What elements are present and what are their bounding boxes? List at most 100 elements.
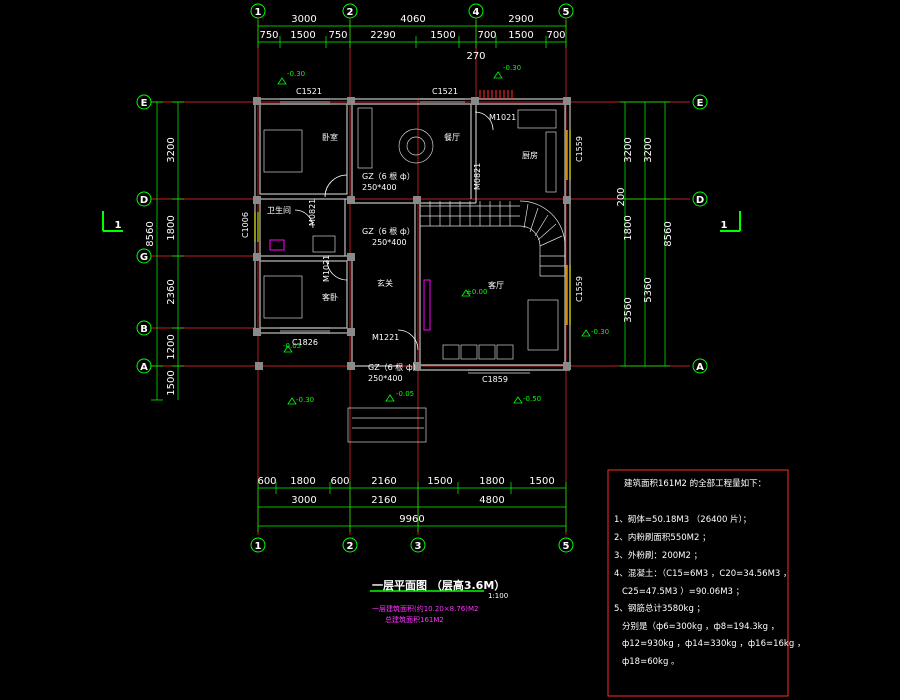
dim-bottom-seg: 1800 — [290, 476, 315, 487]
component-tags: C1521 C1521 M1021 C1826 M1221 C1859 GZ（6… — [241, 87, 584, 384]
room-labels: 卧室 餐厅 厨房 卫生间 客卧 玄关 客厅 — [267, 132, 538, 302]
room-entrance: 玄关 — [377, 278, 393, 288]
left-dimensions: 3200 1800 2360 1200 1500 8560 — [145, 137, 177, 395]
tag-window: C1559 — [575, 136, 584, 162]
dim-left-seg: 3200 — [166, 137, 177, 162]
dim-bottom-mid: 2160 — [371, 495, 396, 506]
dim-top-seg: 750 — [328, 30, 347, 41]
axis-bottom-2: 2 — [347, 541, 354, 552]
section-mark-left: 1 — [115, 220, 122, 231]
elev-value: -0.05 — [283, 342, 301, 350]
dim-top-total-1: 3000 — [291, 14, 316, 25]
dim-right-seg: 200 — [616, 187, 627, 206]
tag-door: M1021 — [489, 113, 516, 122]
quantity-notes: 建筑面积161M2 的全部工程量如下： 1、砌体=50.18M3 （26400 … — [614, 478, 805, 667]
notes-line: ф18=60kg 。 — [622, 657, 680, 667]
furniture — [263, 107, 559, 443]
tag-window: C1521 — [296, 87, 322, 96]
elev-value: -0.30 — [503, 64, 521, 72]
axis-right-a: A — [696, 362, 704, 373]
dim-top-seg: 700 — [546, 30, 565, 41]
axis-bottom-5: 5 — [563, 541, 570, 552]
dim-bottom-seg: 600 — [330, 476, 349, 487]
dim-bottom-seg: 2160 — [371, 476, 396, 487]
dim-top-seg: 2290 — [370, 30, 395, 41]
axis-left-e: E — [141, 98, 148, 109]
dim-top-seg: 1500 — [290, 30, 315, 41]
notes-line: 1、砌体=50.18M3 （26400 片）； — [614, 514, 751, 525]
dim-top-small: 270 — [466, 51, 485, 62]
tag-beam-size: 250*400 — [362, 183, 397, 192]
tag-door: M1221 — [372, 333, 399, 342]
room-guest-bedroom: 客卧 — [322, 292, 338, 302]
tag-door: M1021 — [322, 255, 331, 282]
wall-columns — [253, 97, 571, 370]
notes-line: C25=47.5M3 ）=90.06M3 ； — [622, 586, 744, 597]
dim-left-seg: 1500 — [166, 370, 177, 395]
dim-right-seg: 1800 — [623, 215, 634, 240]
notes-line: ф12=930kg ，ф14=330kg ，ф16=16kg ， — [622, 639, 805, 649]
axis-bottom-3: 3 — [415, 541, 422, 552]
room-dining: 餐厅 — [444, 133, 460, 142]
tag-window: C1859 — [482, 375, 508, 384]
axis-left-d: D — [140, 195, 148, 206]
dim-bottom-seg: 600 — [257, 476, 276, 487]
dim-top-seg: 700 — [477, 30, 496, 41]
elev-value: -0.30 — [296, 396, 314, 404]
notes-line: 4、混凝土：（C15=6M3 ，C20=34.56M3 ， — [614, 568, 792, 579]
bottom-dimensions: 600 1800 600 2160 1500 1800 1500 3000 21… — [257, 476, 554, 525]
dim-top-total-2: 4060 — [400, 14, 425, 25]
dim-left-seg: 1800 — [166, 215, 177, 240]
dim-left-seg: 1200 — [166, 334, 177, 359]
tag-beam-size: 250*400 — [368, 374, 403, 383]
tag-window: C1826 — [292, 338, 318, 347]
title-sub-2: 总建筑面积161M2 — [385, 615, 444, 624]
dim-top-total-3: 2900 — [508, 14, 533, 25]
dim-right-total: 8560 — [663, 221, 674, 246]
notes-line: 3、外粉刷：200M2 ； — [614, 550, 702, 561]
notes-box — [607, 469, 789, 697]
elev-value: -0.30 — [287, 70, 305, 78]
tag-beam: GZ（6 根 ф） — [362, 171, 415, 181]
notes-line: 2、内粉刷面积550M2 ； — [614, 532, 711, 543]
dim-bottom-seg: 1500 — [529, 476, 554, 487]
tag-beam: GZ（6 根 ф） — [362, 226, 415, 236]
dim-top-seg: 1500 — [430, 30, 455, 41]
notes-header: 建筑面积161M2 的全部工程量如下： — [624, 478, 766, 489]
doors — [294, 111, 494, 351]
axis-left-a: A — [140, 362, 148, 373]
room-bedroom: 卧室 — [322, 132, 338, 142]
room-kitchen: 厨房 — [522, 150, 538, 160]
axis-bubbles — [136, 3, 708, 553]
axis-left-b: B — [140, 324, 148, 335]
axis-top-4: 4 — [473, 7, 480, 18]
tag-beam: GZ（6 根 ф） — [368, 362, 421, 372]
dim-left-total: 8560 — [145, 221, 156, 246]
dim-bottom-mid: 4800 — [479, 495, 504, 506]
entry-door-frame — [423, 279, 431, 331]
section-mark-right: 1 — [721, 220, 728, 231]
right-dimensions: 3200 200 1800 3560 3200 5360 8560 — [616, 137, 674, 322]
tag-door: M0821 — [473, 163, 482, 190]
drawing-title: 一层平面图 （层高3.6M） — [372, 578, 505, 592]
title-sub-1: 一层建筑面积(约10.20×8.76)M2 — [372, 604, 478, 613]
toilet-fixture — [269, 239, 285, 251]
tag-window: C1559 — [575, 276, 584, 302]
tag-window: C1006 — [241, 212, 250, 238]
elev-value: -0.05 — [396, 390, 414, 398]
dimension-lines — [102, 20, 741, 532]
elevation-markers — [277, 71, 591, 405]
dim-right-mid: 3200 — [643, 137, 654, 162]
axis-top-2: 2 — [347, 7, 354, 18]
notes-line: 分别是（ф6=300kg ，ф8=194.3kg ， — [622, 621, 779, 632]
axis-bottom-1: 1 — [255, 541, 262, 552]
dim-top-seg: 750 — [259, 30, 278, 41]
elevation-values: -0.30 -0.30 -0.05 -0.30 -0.05 -0.50 -0.3… — [283, 64, 609, 404]
room-living: 客厅 — [488, 280, 504, 290]
axis-left-g: G — [140, 252, 148, 263]
windows — [280, 98, 530, 374]
dim-top-seg: 1500 — [508, 30, 533, 41]
elev-value: -0.50 — [523, 395, 541, 403]
